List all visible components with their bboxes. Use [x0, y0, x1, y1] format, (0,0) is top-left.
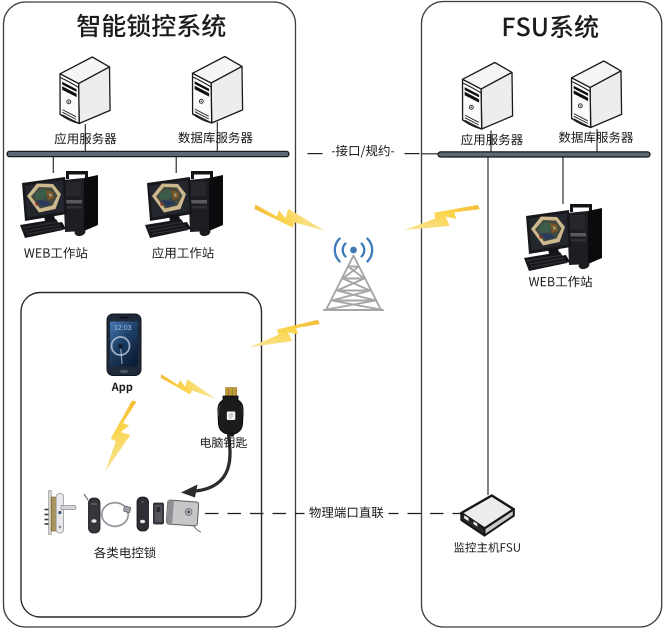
svg-text:12:03: 12:03 [114, 325, 132, 332]
